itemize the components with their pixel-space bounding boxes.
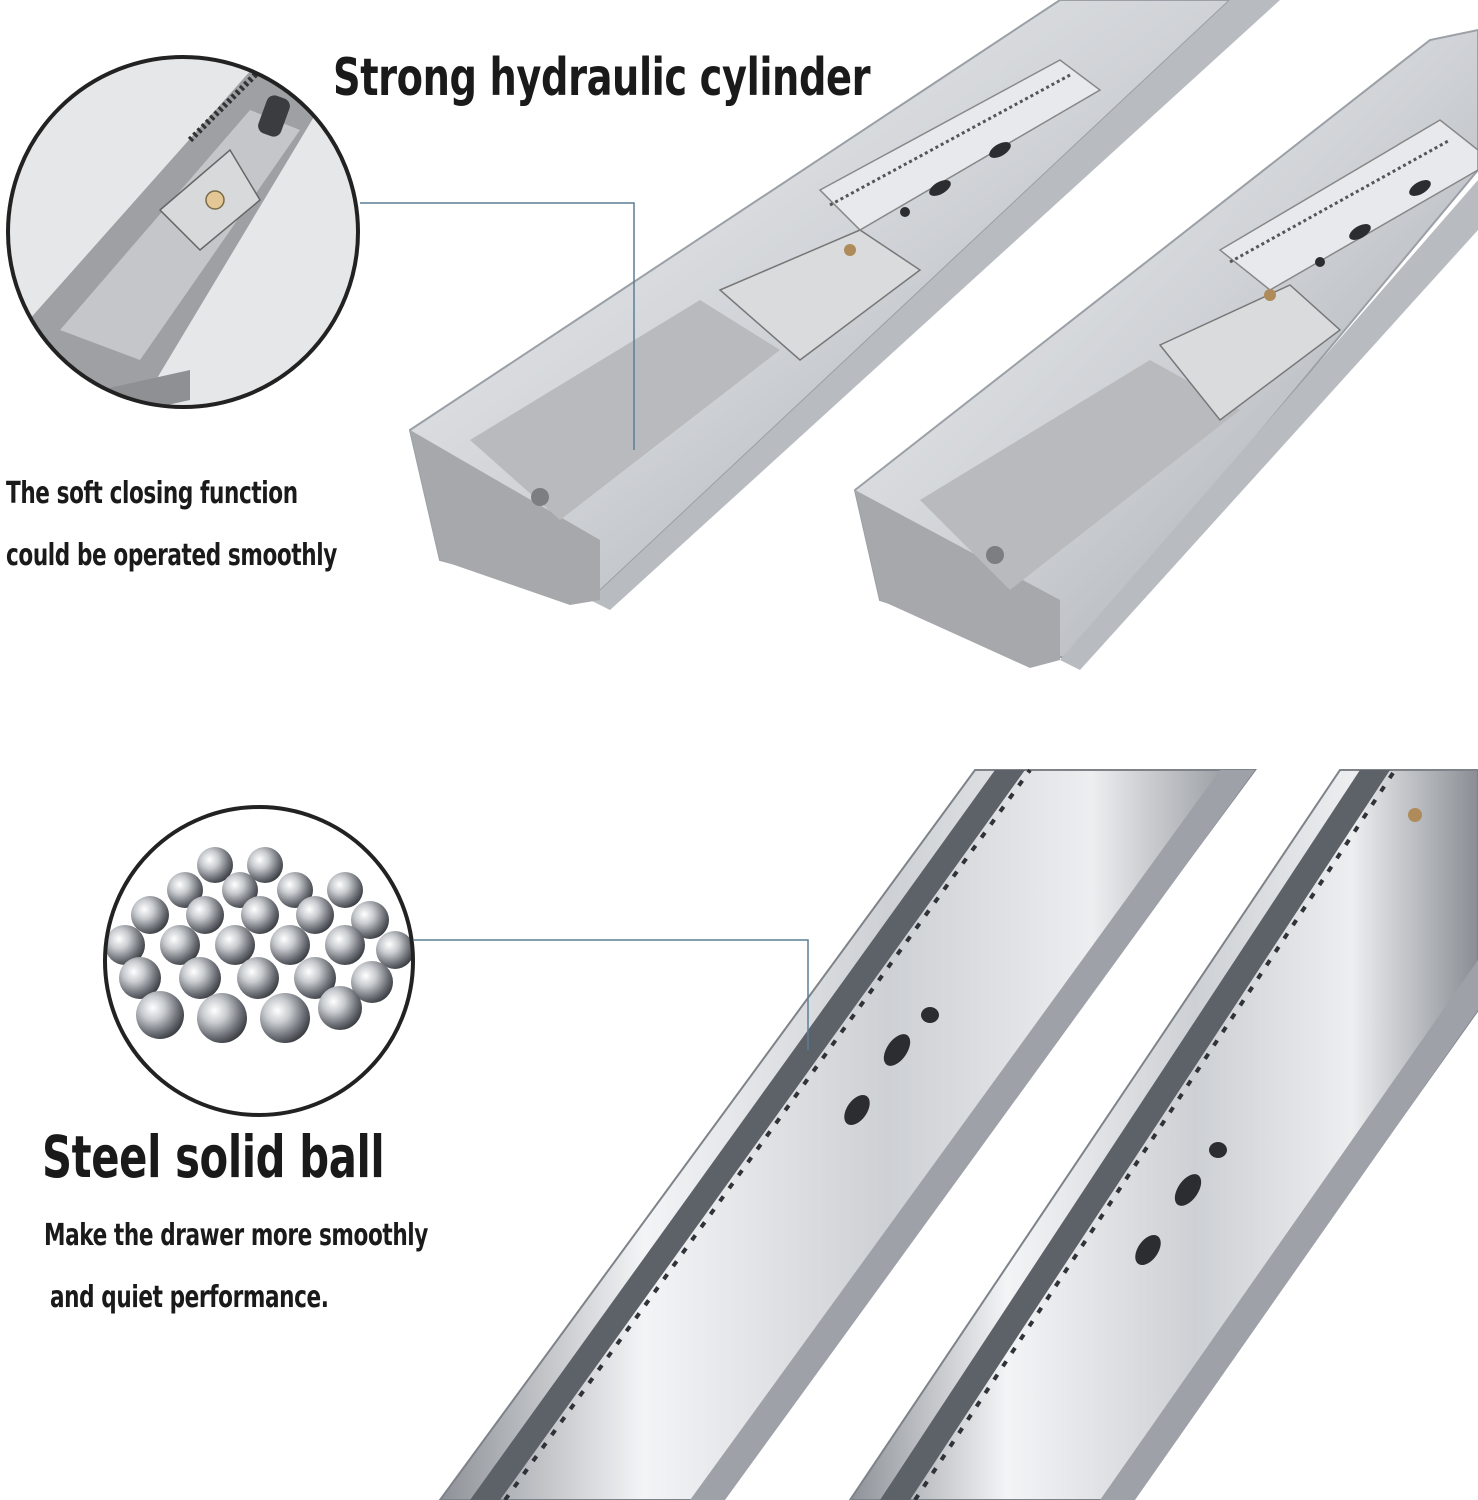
top-panel: Strong hydraulic cylinder The soft closi… bbox=[0, 0, 1478, 700]
steel-ball-cluster bbox=[105, 847, 413, 1043]
hydraulic-cylinder-heading: Strong hydraulic cylinder bbox=[333, 48, 871, 108]
bottom-panel: Steel solid ball Make the drawer more sm… bbox=[0, 760, 1478, 1500]
rail-left-bottom bbox=[438, 768, 1257, 1500]
rail-right-top bbox=[853, 28, 1478, 670]
soft-close-zoom-circle bbox=[6, 55, 360, 409]
ball-bearing-rails-illustration bbox=[103, 768, 1478, 1500]
rail-left-top bbox=[408, 0, 1280, 610]
soft-close-text-line-2: could be operated smoothly bbox=[6, 538, 337, 573]
steel-ball-heading: Steel solid ball bbox=[42, 1123, 385, 1191]
steel-balls-zoom-circle bbox=[103, 805, 415, 1117]
steel-ball-text-line-2: and quiet performance. bbox=[50, 1280, 329, 1315]
soft-close-text-line-1: The soft closing function bbox=[6, 476, 298, 511]
soft-close-rails-illustration bbox=[6, 0, 1478, 670]
top-callout-line bbox=[360, 202, 635, 450]
bottom-callout-line bbox=[413, 939, 809, 1050]
steel-ball-text-line-1: Make the drawer more smoothly bbox=[44, 1218, 428, 1253]
rail-right-bottom bbox=[848, 768, 1478, 1500]
